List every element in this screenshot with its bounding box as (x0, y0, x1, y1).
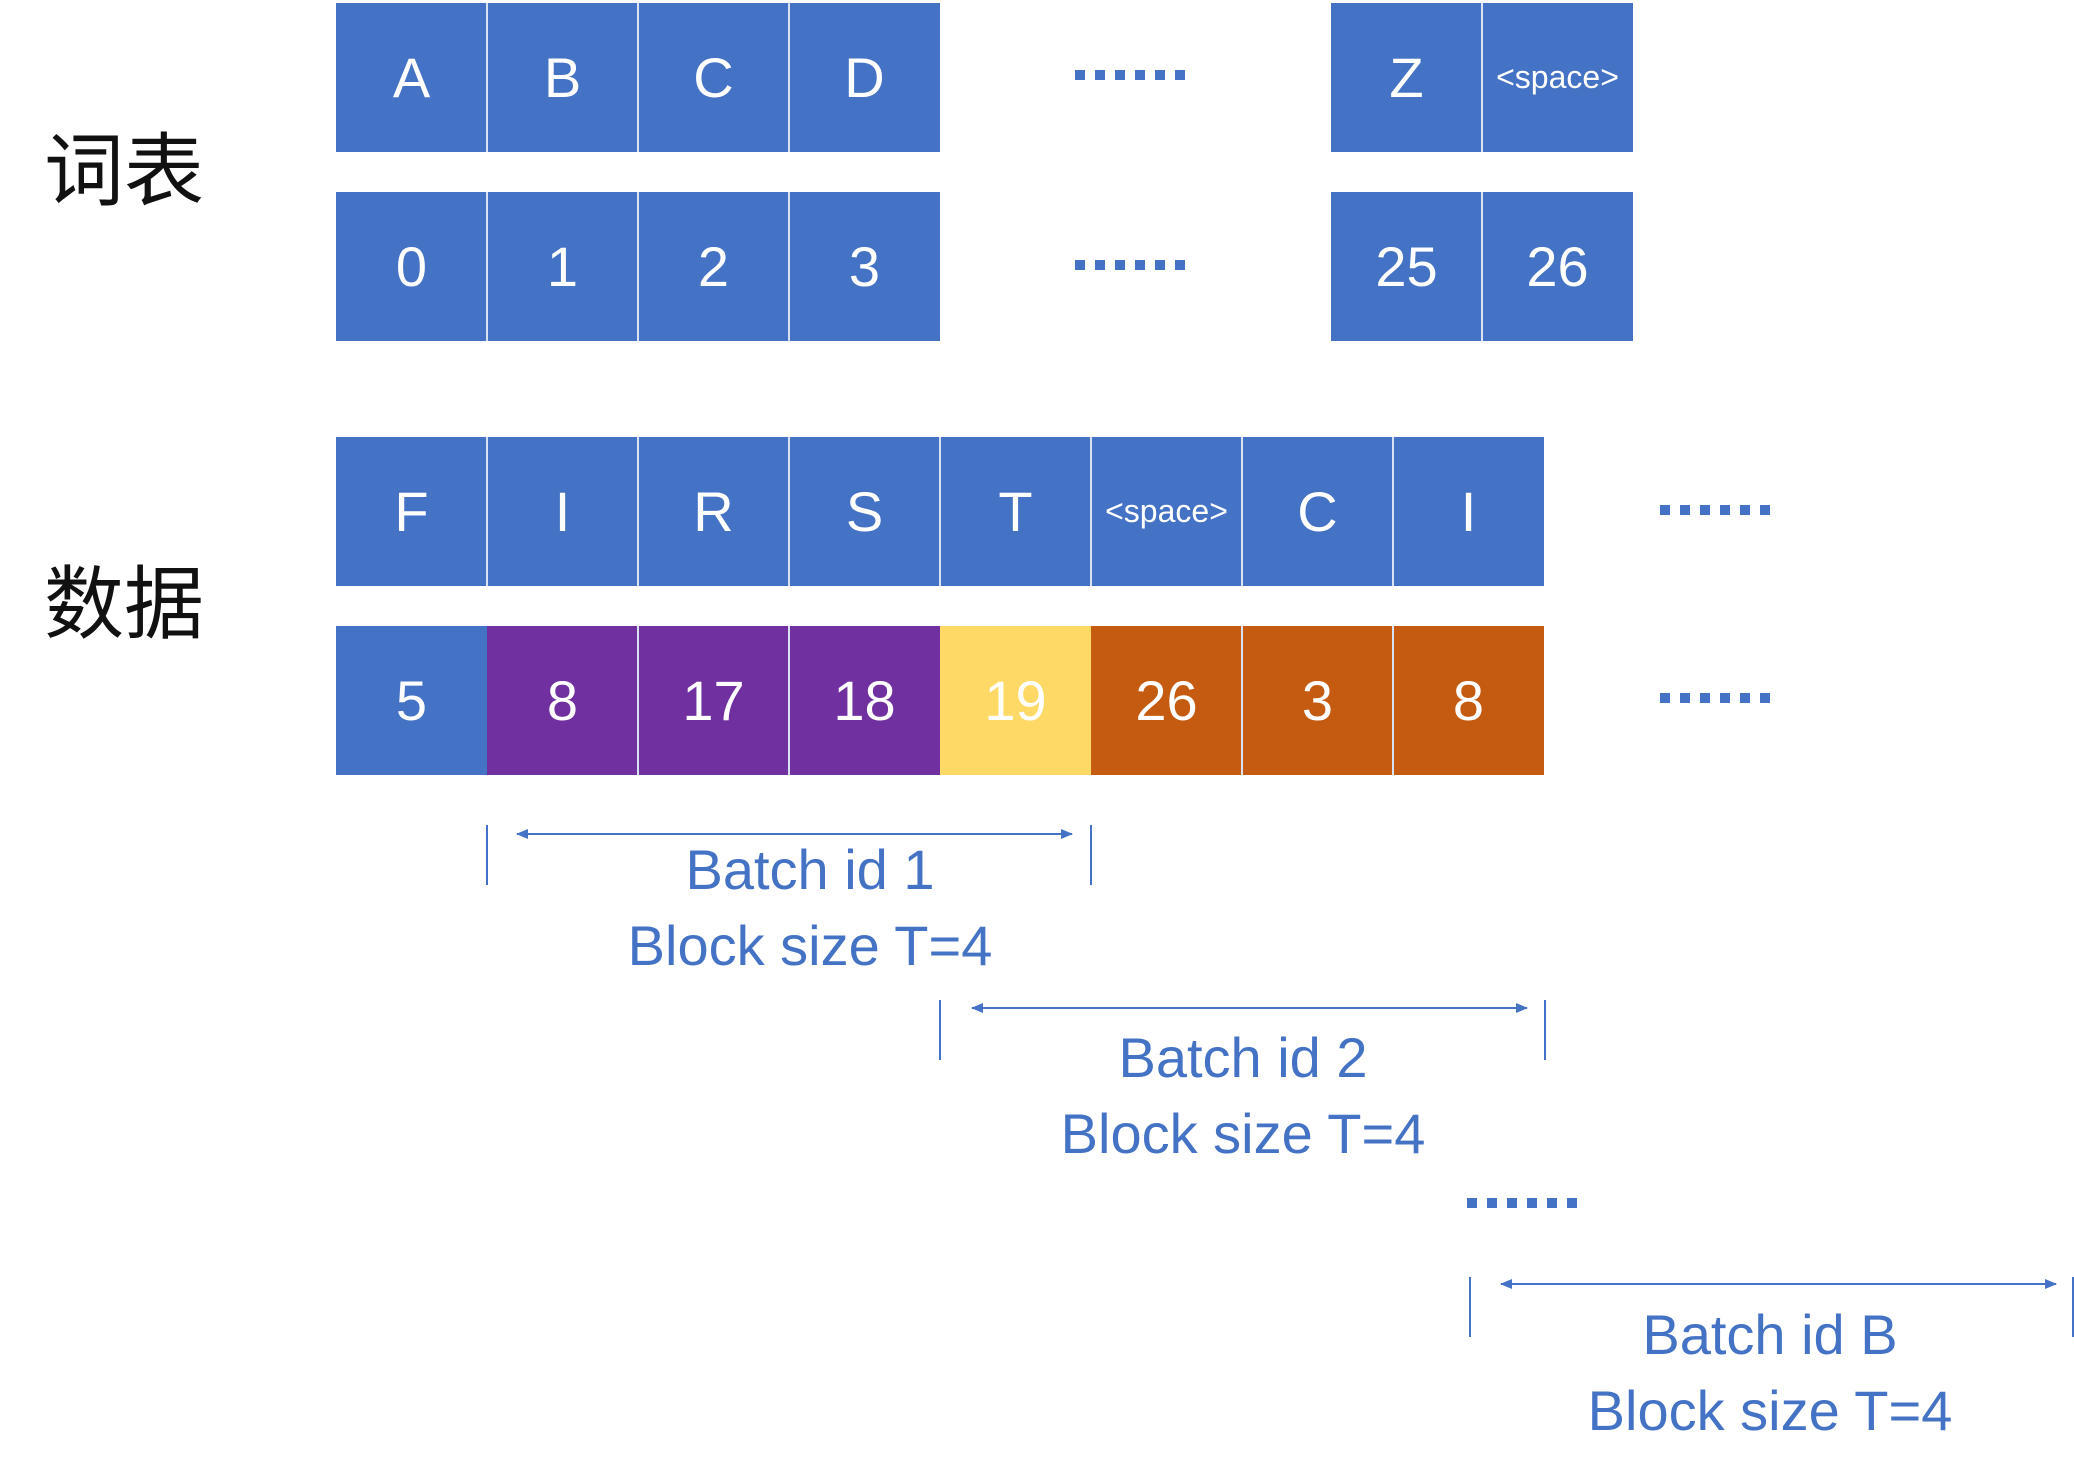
cell-divider (1392, 437, 1394, 586)
vocab-char-cell: Z (1331, 3, 1482, 152)
data-label: 数据 (44, 558, 204, 651)
cell-divider (939, 437, 941, 586)
vocab-id-cell: 2 (638, 192, 789, 341)
cell-divider (788, 437, 790, 586)
vocab-id-cell: 26 (1482, 192, 1633, 341)
data-char-cell: F (336, 437, 487, 586)
data-char-cell: S (789, 437, 940, 586)
block-size-text: Block size T=4 (1587, 1379, 1953, 1442)
batch-id-text: Batch id 2 (1118, 1026, 1368, 1089)
vocab-label: 词表 (44, 125, 204, 218)
data-id-cell: 26 (1091, 626, 1242, 775)
vocab-id-cell: 1 (487, 192, 638, 341)
vocab-char-cell: B (487, 3, 638, 152)
cell-divider (1392, 626, 1394, 775)
cell-divider (1241, 626, 1243, 775)
cell-divider (788, 3, 790, 152)
data-id-cell: 19 (940, 626, 1091, 775)
data-ids-ellipsis (1660, 693, 1770, 703)
cell-divider (788, 192, 790, 341)
data-char-cell: <space> (1091, 437, 1242, 586)
vocab-char-cell: C (638, 3, 789, 152)
cell-divider (637, 437, 639, 586)
batches-ellipsis (1467, 1198, 1577, 1208)
data-id-cell: 8 (487, 626, 638, 775)
batch-b-label: Batch id B Block size T=4 (1520, 1297, 2020, 1449)
cell-divider (637, 192, 639, 341)
data-char-cell: T (940, 437, 1091, 586)
block-size-text: Block size T=4 (1060, 1102, 1426, 1165)
cell-divider (486, 437, 488, 586)
cell-divider (788, 626, 790, 775)
data-id-cell: 8 (1393, 626, 1544, 775)
vocab-id-cell: 3 (789, 192, 940, 341)
data-char-cell: I (1393, 437, 1544, 586)
data-id-cell: 18 (789, 626, 940, 775)
data-char-cell: I (487, 437, 638, 586)
batch-1-label: Batch id 1 Block size T=4 (560, 832, 1060, 984)
data-id-cell: 17 (638, 626, 789, 775)
batch-id-text: Batch id 1 (685, 838, 935, 901)
vocab-ids-ellipsis (1075, 260, 1185, 270)
cell-divider (486, 3, 488, 152)
data-id-cell: 3 (1242, 626, 1393, 775)
vocab-char-cell: D (789, 3, 940, 152)
cell-divider (637, 3, 639, 152)
cell-divider (637, 626, 639, 775)
block-size-text: Block size T=4 (627, 914, 993, 977)
batch-id-text: Batch id B (1642, 1303, 1898, 1366)
data-char-cell: C (1242, 437, 1393, 586)
cell-divider (1090, 437, 1092, 586)
data-char-cell: R (638, 437, 789, 586)
cell-divider (1481, 3, 1483, 152)
vocab-char-cell: <space> (1482, 3, 1633, 152)
vocab-char-cell: A (336, 3, 487, 152)
cell-divider (1481, 192, 1483, 341)
vocab-id-cell: 0 (336, 192, 487, 341)
data-id-cell: 5 (336, 626, 487, 775)
cell-divider (1241, 437, 1243, 586)
cell-divider (486, 192, 488, 341)
vocab-id-cell: 25 (1331, 192, 1482, 341)
batch-2-label: Batch id 2 Block size T=4 (993, 1020, 1493, 1172)
vocab-chars-ellipsis (1075, 70, 1185, 80)
data-chars-ellipsis (1660, 505, 1770, 515)
